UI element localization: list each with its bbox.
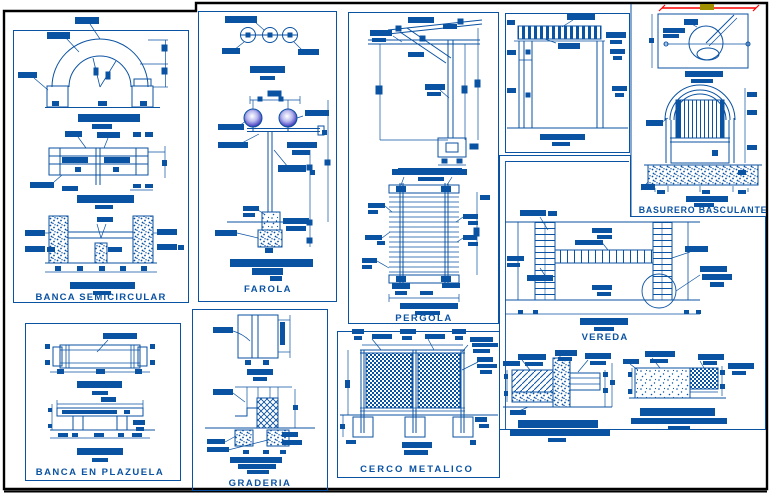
panel-border [13, 30, 189, 303]
caption-bar [631, 408, 727, 430]
caption-bar [247, 369, 273, 381]
dim-ticks [245, 360, 269, 365]
label-block [103, 333, 137, 339]
panel-pergola: PERGOLA [348, 12, 499, 324]
dim-value-block [700, 4, 714, 10]
caption-bar [510, 420, 610, 442]
label-blocks [663, 19, 698, 38]
label-blocks [222, 16, 319, 55]
banca-elevation-view [30, 131, 167, 209]
panel-cerco-metalico: CERCO METALICO [337, 329, 500, 478]
label-blocks [30, 131, 167, 191]
graderia-section [205, 386, 315, 474]
banca-plazuela-elevation [48, 397, 155, 462]
caption-bar [250, 66, 285, 80]
panel-pergola-elevation [505, 13, 630, 153]
panel-banca-semicircular: BANCA SEMICIRCULAR [13, 17, 189, 303]
vereda-plan-view [505, 210, 732, 331]
panel-border [198, 11, 337, 302]
label-blocks [207, 405, 302, 454]
caption-bar [78, 114, 140, 129]
basurero-front-view [640, 84, 762, 207]
label-blocks [215, 110, 329, 253]
label-block [213, 389, 233, 395]
farola-title: FAROLA [244, 284, 292, 295]
banca-plazuela-plan [45, 333, 155, 395]
caption-bar [77, 448, 123, 462]
caption-bar [398, 168, 462, 181]
banca-arch-view [18, 17, 168, 129]
farola-elevation-view [215, 90, 331, 281]
label-blocks [503, 350, 615, 415]
label-blocks [507, 210, 732, 314]
panel-farola: FAROLA [198, 11, 337, 302]
label-blocks [25, 217, 184, 271]
banca-section-view [25, 215, 184, 295]
red-dimension [658, 4, 760, 12]
graderia-title: GRADERIA [229, 478, 292, 489]
panel-border [337, 331, 500, 478]
basurero-title: BASURERO BASCULANTE [639, 205, 768, 215]
pergola-title: PERGOLA [395, 313, 452, 324]
cerco-metalico-title: CERCO METALICO [360, 464, 474, 475]
graderia-plan [213, 314, 291, 381]
caption-bar [77, 381, 122, 395]
pergola-post-detail [368, 17, 483, 181]
caption-bar [77, 195, 134, 209]
label-blocks [346, 329, 498, 445]
label-blocks [18, 17, 147, 106]
panel-graderia: GRADERIA [192, 309, 328, 491]
panel-basurero: BASURERO BASCULANTE [630, 4, 768, 217]
caption-bar [540, 134, 585, 146]
label-block [213, 327, 233, 333]
panel-banca-plazuela: BANCA EN PLAZUELA [25, 323, 181, 481]
vereda-title: VEREDA [582, 332, 629, 343]
banca-plazuela-title: BANCA EN PLAZUELA [36, 467, 165, 478]
panel-border [348, 12, 499, 324]
farola-top-view [222, 16, 319, 80]
dim-ticks [45, 344, 155, 374]
caption-bar [685, 71, 723, 83]
caption-bar [230, 457, 282, 474]
banca-semicircular-title: BANCA SEMICIRCULAR [35, 292, 166, 303]
lamp-globe-left [243, 108, 263, 128]
label-blocks [507, 14, 627, 97]
panel-border [192, 309, 328, 491]
caption-bar [230, 259, 313, 281]
label-blocks [641, 92, 757, 194]
panel-border [630, 4, 765, 217]
label-blocks [362, 169, 490, 295]
caption-bar [580, 318, 628, 331]
vereda-section-right [623, 351, 754, 430]
label-blocks [623, 351, 754, 394]
caption-bar [402, 442, 432, 455]
caption-bar [70, 282, 135, 295]
panel-border [505, 13, 630, 153]
label-blocks [48, 408, 145, 437]
vereda-section-left [503, 350, 615, 442]
pergola-plan-view [362, 169, 490, 315]
label-blocks [370, 17, 457, 96]
basurero-top-view [649, 13, 751, 83]
cerco-elevation [340, 329, 498, 455]
lamp-globe-right [278, 108, 298, 128]
caption-bar [686, 196, 728, 207]
caption-bar [400, 303, 458, 315]
panel-border [25, 323, 181, 481]
